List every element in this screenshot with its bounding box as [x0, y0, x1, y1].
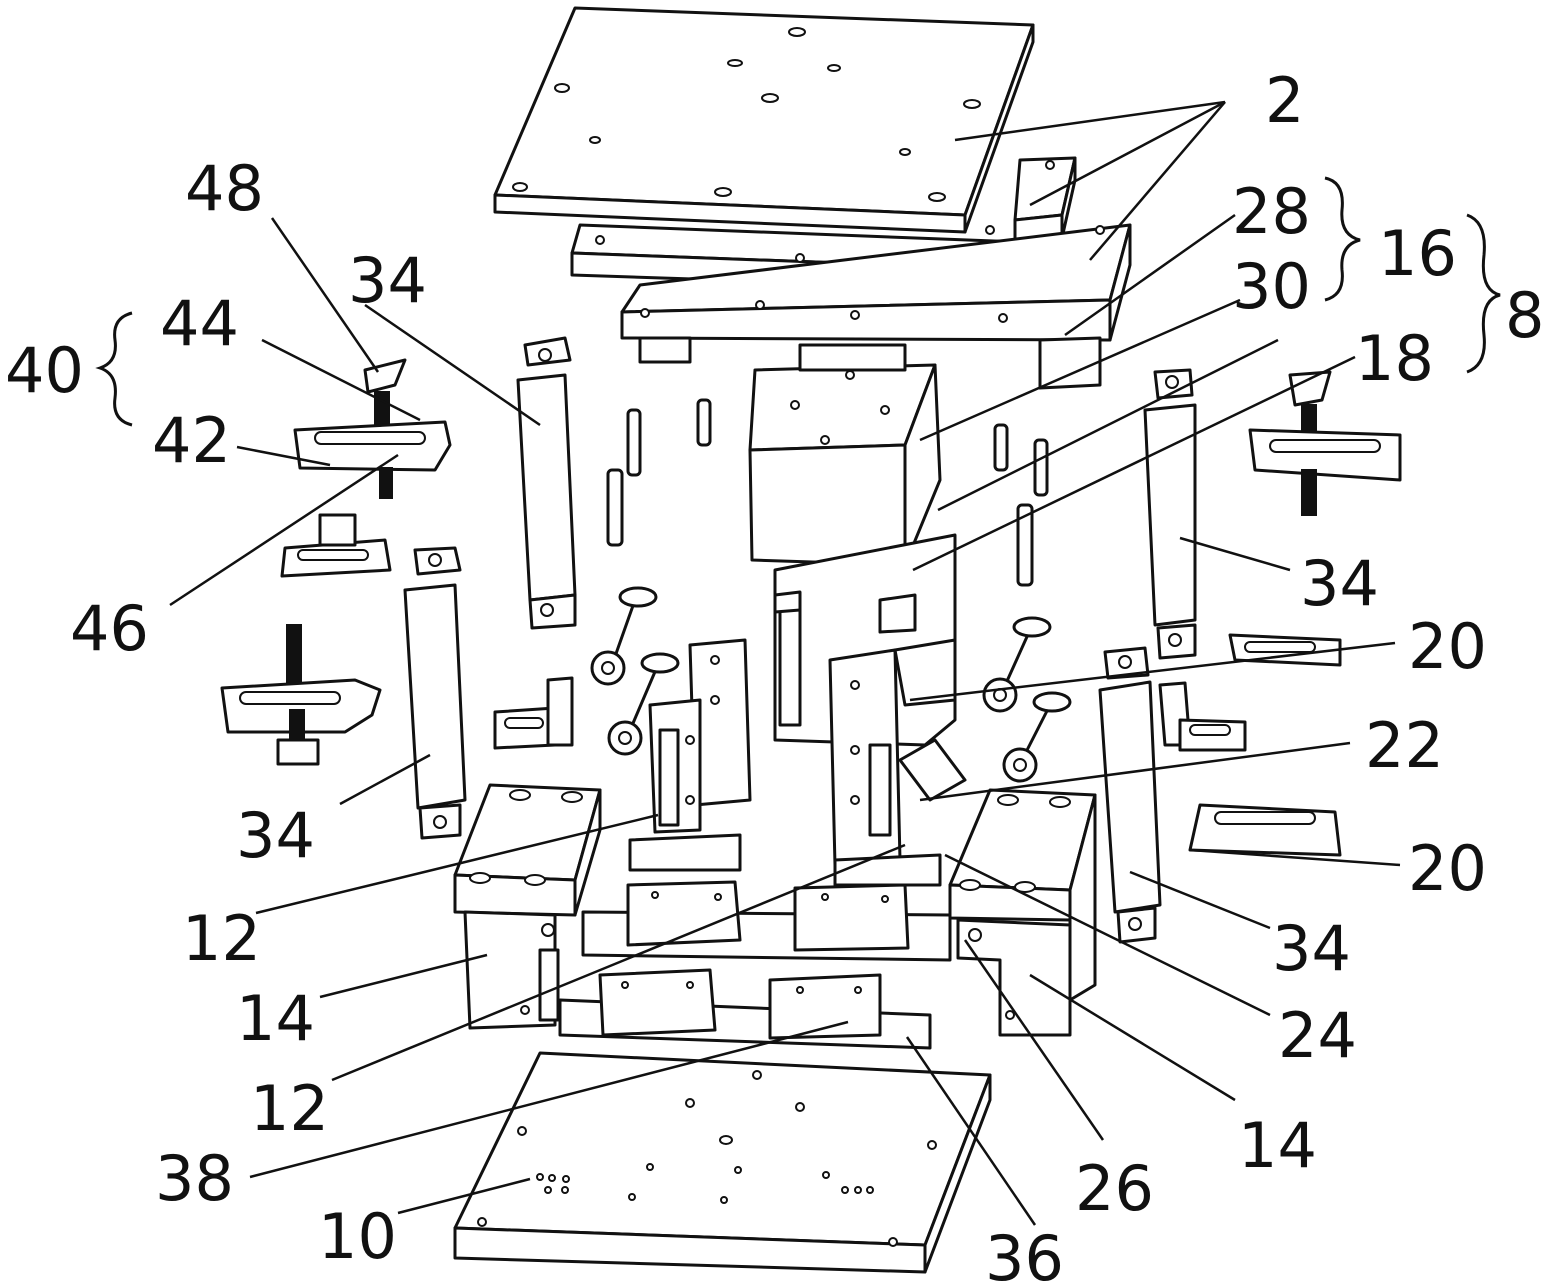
label-40: 40	[5, 334, 84, 407]
label-20-upper: 20	[1408, 610, 1487, 683]
label-10: 10	[318, 1200, 397, 1273]
clamp-upper-left	[295, 360, 450, 498]
label-38: 38	[155, 1142, 234, 1215]
lower-rail	[560, 970, 930, 1048]
label-14-right: 14	[1238, 1109, 1317, 1182]
label-30: 30	[1232, 250, 1311, 323]
plate-side-block	[986, 158, 1075, 240]
label-36: 36	[985, 1222, 1064, 1286]
angle-bracket-right	[1160, 683, 1245, 750]
label-46: 46	[70, 592, 149, 665]
label-2: 2	[1265, 64, 1304, 137]
label-24: 24	[1278, 999, 1357, 1072]
label-34-lower-right: 34	[1272, 912, 1351, 985]
clamp-lower-right	[1190, 805, 1340, 855]
right-side-block	[950, 790, 1095, 1035]
label-20-lower: 20	[1408, 832, 1487, 905]
base-plate	[455, 1053, 990, 1272]
label-12-lower: 12	[250, 1072, 329, 1145]
clamp-small-left	[282, 515, 390, 576]
center-die-assembly	[775, 535, 965, 885]
label-44: 44	[160, 287, 239, 360]
label-18: 18	[1355, 322, 1434, 395]
left-side-block	[455, 785, 600, 1028]
top-plate	[495, 8, 1033, 232]
upper-punch-block	[750, 345, 940, 565]
left-die-block	[630, 640, 750, 870]
label-48: 48	[185, 152, 264, 225]
label-34-left: 34	[236, 799, 315, 872]
label-16: 16	[1378, 217, 1457, 290]
label-34-top: 34	[348, 244, 427, 317]
label-22: 22	[1365, 709, 1444, 782]
label-34-right: 34	[1300, 547, 1379, 620]
label-12-upper: 12	[182, 902, 261, 975]
upper-rail	[583, 882, 950, 960]
label-28: 28	[1232, 175, 1311, 248]
angle-bracket-left	[495, 678, 572, 748]
clamp-lower-left	[222, 625, 380, 764]
label-8: 8	[1505, 279, 1544, 352]
label-14-left: 14	[236, 982, 315, 1055]
label-42: 42	[152, 404, 231, 477]
label-26: 26	[1075, 1152, 1154, 1225]
